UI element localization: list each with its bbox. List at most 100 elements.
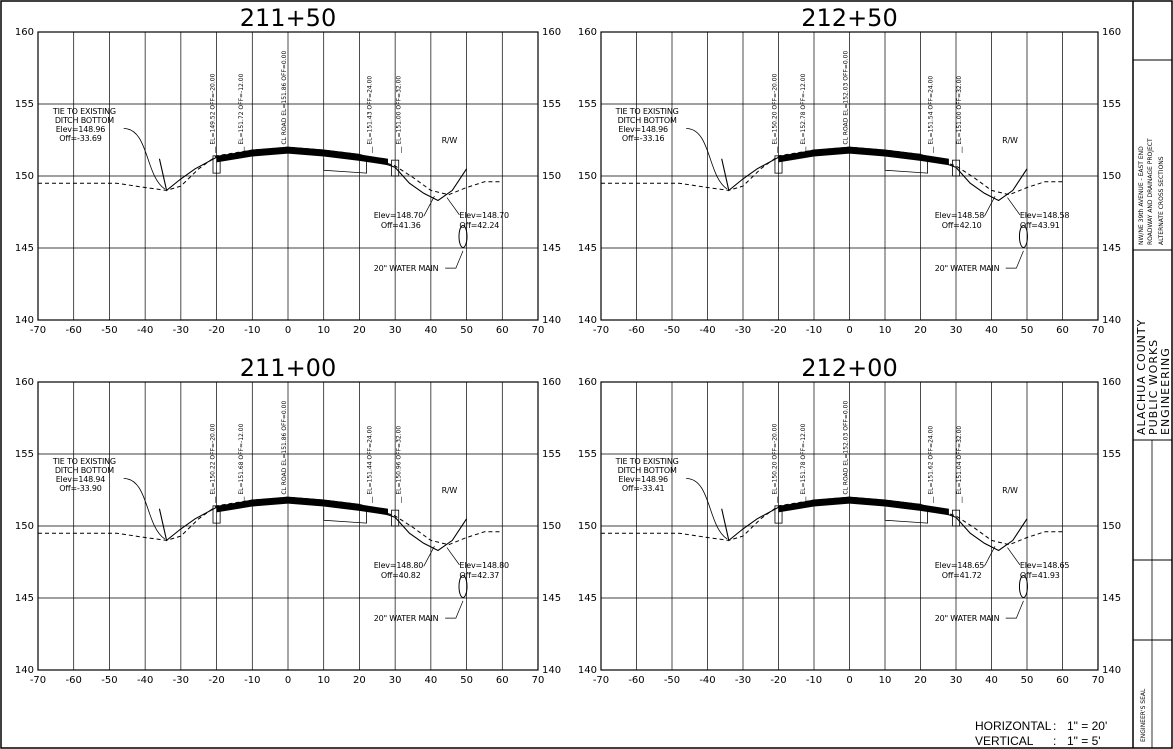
title-block: NW/NE 39th AVENUE - EAST END ROADWAY AND… <box>1132 1 1172 748</box>
y-tick-label-left: 150 <box>15 171 34 182</box>
water-main-leader <box>1005 600 1024 619</box>
y-tick-label-right: 155 <box>1102 99 1121 110</box>
elev-note-left-line: Off=41.72 <box>942 571 982 580</box>
y-tick-label-right: 160 <box>1102 27 1121 38</box>
y-tick-label-left: 160 <box>578 377 597 388</box>
y-tick-label-left: 160 <box>15 377 34 388</box>
y-tick-label-left: 160 <box>15 27 34 38</box>
x-tick-label: 30 <box>389 325 402 336</box>
sidewalk-right <box>323 158 367 174</box>
tie-note-line: Off=-33.16 <box>622 134 665 143</box>
x-tick-label: 10 <box>879 675 892 686</box>
y-tick-label-left: 140 <box>578 315 597 326</box>
elev-note-right-line: Off=42.24 <box>459 221 499 230</box>
x-tick-label: -10 <box>806 325 822 336</box>
offset-elevation-callout: EL=151.00 OFF=32.00 <box>395 76 402 145</box>
tie-note-line: DITCH BOTTOM <box>55 116 114 125</box>
x-tick-label: 10 <box>317 325 330 336</box>
elev-note-left-line: Off=42.10 <box>942 221 982 230</box>
project-line-2: ROADWAY AND DRAINAGE PROJECT <box>1147 138 1154 245</box>
water-main-pipe <box>1018 574 1028 598</box>
offset-elevation-callout: EL=151.54 OFF=24.00 <box>928 76 935 145</box>
tie-note-line: Elev=148.94 <box>56 475 106 484</box>
x-tick-label: -10 <box>244 675 260 686</box>
x-tick-label: -40 <box>699 325 715 336</box>
x-tick-label: 50 <box>1021 325 1034 336</box>
x-tick-label: -40 <box>699 675 715 686</box>
agency-line-2: PUBLIC WORKS <box>1147 339 1160 435</box>
scale-horizontal-label: HORIZONTAL <box>975 719 1052 733</box>
curb-right <box>391 509 400 527</box>
offset-elevation-callout: EL=150.20 OFF=-20.00 <box>772 73 779 144</box>
elev-note-left-leader <box>984 195 996 217</box>
elev-note-left-line: Elev=148.70 <box>374 211 424 220</box>
x-tick-label: 70 <box>1092 675 1105 686</box>
offset-elevation-callout: EL=151.78 OFF=-12.00 <box>800 423 807 494</box>
y-tick-label-right: 145 <box>1102 593 1121 604</box>
tie-note-line: TIE TO EXISTING <box>615 107 679 116</box>
sidewalk-right <box>323 508 367 524</box>
pavement-section <box>778 147 949 166</box>
x-tick-label: 20 <box>914 325 927 336</box>
x-tick-label: -30 <box>735 675 751 686</box>
elev-note-right-leader <box>1007 197 1021 216</box>
offset-elevation-callout: EL=151.00 OFF=32.00 <box>956 76 963 145</box>
y-tick-label-right: 150 <box>1102 521 1121 532</box>
x-tick-label: 0 <box>285 325 291 336</box>
y-tick-label-right: 140 <box>1102 665 1121 676</box>
elev-note-left-line: Elev=148.65 <box>935 561 985 570</box>
y-tick-label-left: 140 <box>578 665 597 676</box>
x-tick-label: -70 <box>30 675 46 686</box>
y-tick-label-right: 160 <box>1102 377 1121 388</box>
elev-note-left-line: Elev=148.80 <box>374 561 424 570</box>
water-main-leader <box>1005 250 1024 269</box>
water-main-label: 20" WATER MAIN <box>935 614 1000 623</box>
offset-elevation-callout: EL=150.20 OFF=-20.00 <box>772 423 779 494</box>
elev-note-left-leader <box>423 545 435 567</box>
elev-note-right-line: Elev=148.58 <box>1020 211 1070 220</box>
x-tick-label: -30 <box>735 325 751 336</box>
x-tick-label: 60 <box>1056 675 1069 686</box>
x-tick-label: 50 <box>460 675 473 686</box>
y-tick-label-right: 140 <box>1102 315 1121 326</box>
x-tick-label: 40 <box>985 675 998 686</box>
y-tick-label-right: 160 <box>542 377 561 388</box>
x-tick-label: 20 <box>353 675 366 686</box>
x-tick-label: 60 <box>496 675 509 686</box>
y-tick-label-left: 150 <box>15 521 34 532</box>
y-tick-label-left: 155 <box>15 449 34 460</box>
x-tick-label: -60 <box>628 675 644 686</box>
offset-elevation-callout: CL ROAD EL=152.03 OFF=0.00 <box>843 401 850 495</box>
water-main-leader <box>445 600 464 619</box>
x-tick-label: -60 <box>66 325 82 336</box>
elev-note-right-line: Elev=148.80 <box>459 561 509 570</box>
y-tick-label-right: 150 <box>542 171 561 182</box>
offset-elevation-callout: EL=151.04 OFF=32.00 <box>956 426 963 495</box>
tie-note-line: TIE TO EXISTING <box>52 107 116 116</box>
x-tick-label: 70 <box>532 675 545 686</box>
elev-note-left-line: Off=40.82 <box>381 571 421 580</box>
x-tick-label: -30 <box>173 675 189 686</box>
water-main-label: 20" WATER MAIN <box>935 264 1000 273</box>
section-station-title: 211+50 <box>240 4 336 32</box>
tie-note-line: DITCH BOTTOM <box>55 466 114 475</box>
scale-vertical-label: VERTICAL <box>975 734 1034 748</box>
offset-elevation-callout: EL=151.62 OFF=24.00 <box>928 426 935 495</box>
pavement-section <box>216 147 388 166</box>
tie-note-line: Off=-33.41 <box>622 484 665 493</box>
water-main-pipe <box>458 574 468 598</box>
elev-note-right-line: Off=42.37 <box>459 571 499 580</box>
elev-note-right-line: Elev=148.70 <box>459 211 509 220</box>
right-of-way-label: R/W <box>442 136 458 145</box>
right-of-way-label: R/W <box>1002 136 1018 145</box>
tie-note-line: DITCH BOTTOM <box>618 116 677 125</box>
x-tick-label: -70 <box>30 325 46 336</box>
elev-note-right-line: Off=41.93 <box>1020 571 1060 580</box>
section-station-title: 212+00 <box>801 354 897 382</box>
tie-note-line: Elev=148.96 <box>618 475 668 484</box>
sidewalk-right <box>884 158 928 174</box>
x-tick-label: -40 <box>137 675 153 686</box>
y-tick-label-left: 145 <box>578 593 597 604</box>
